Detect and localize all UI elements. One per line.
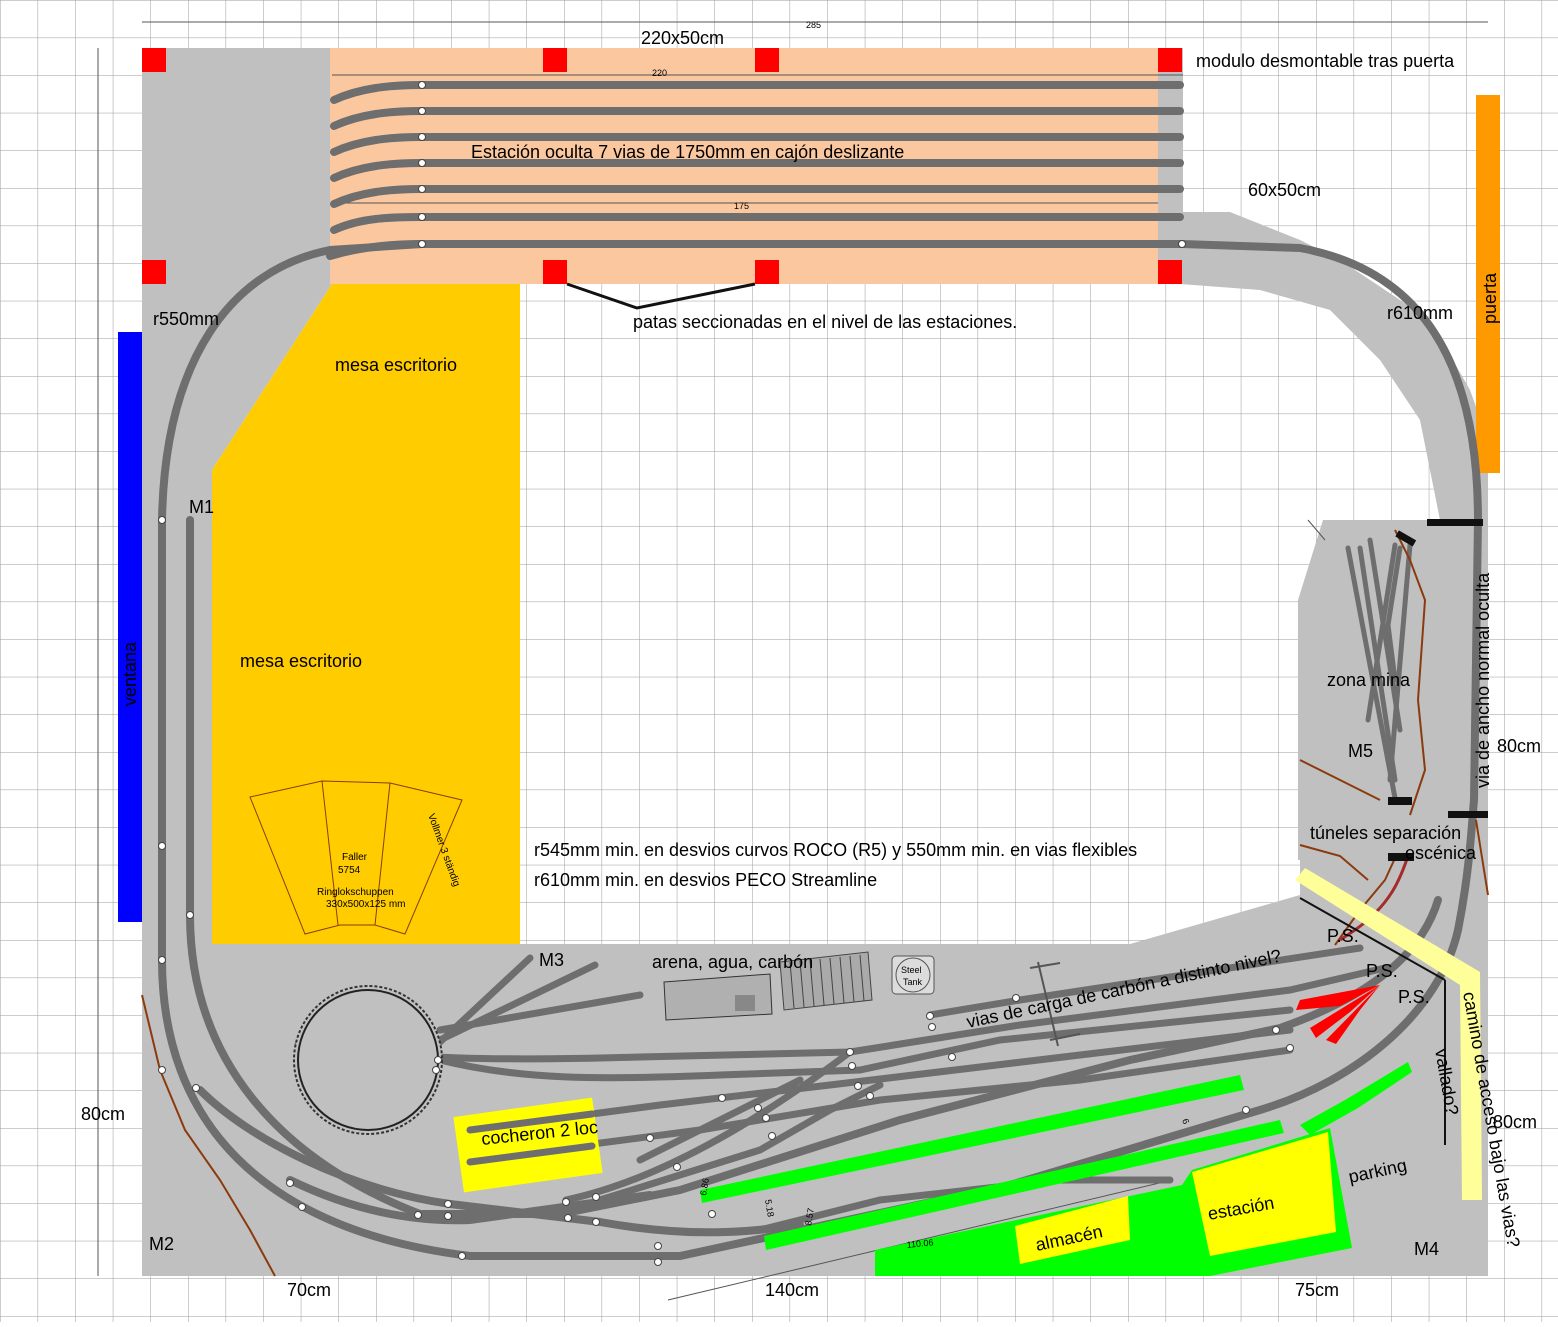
side-module-label: 60x50cm bbox=[1248, 180, 1321, 200]
legs-label: patas seccionadas en el nivel de las est… bbox=[633, 312, 1017, 332]
station-building bbox=[1192, 1132, 1336, 1256]
module-m3-label: M3 bbox=[539, 950, 564, 970]
tiny-dim-2: 6 bbox=[1180, 1117, 1191, 1125]
tunnels-label-1: túneles separación bbox=[1310, 823, 1461, 843]
radius-610-label: r610mm bbox=[1387, 303, 1453, 323]
crossing-label-3: P.S. bbox=[1398, 987, 1430, 1007]
faller-label: Faller bbox=[342, 852, 368, 863]
turnout-dots bbox=[158, 81, 1294, 1266]
tiny-dim-3: 8.57 bbox=[803, 1207, 816, 1226]
cocheron-building bbox=[453, 1097, 603, 1193]
dim-175: 175 bbox=[734, 201, 749, 211]
dim-220: 220 bbox=[652, 68, 667, 78]
dim-right-80: 80cm bbox=[1497, 736, 1541, 756]
ringlok-dim: 330x500x125 mm bbox=[326, 899, 406, 910]
radius-550-label: r550mm bbox=[153, 309, 219, 329]
access-path bbox=[1295, 868, 1482, 1200]
desk-area bbox=[212, 284, 520, 944]
window-bar bbox=[118, 332, 142, 922]
turntable bbox=[293, 985, 443, 1135]
tiny-dim-1: 110.06 bbox=[906, 1237, 934, 1250]
tiny-dim-5: 6.86 bbox=[698, 1177, 711, 1196]
warehouse-building bbox=[1015, 1196, 1130, 1264]
module-m5-label: M5 bbox=[1348, 741, 1373, 761]
dim-bottom-75: 75cm bbox=[1295, 1280, 1339, 1300]
dim-bottom-70: 70cm bbox=[287, 1280, 331, 1300]
dim-285: 285 bbox=[806, 20, 821, 30]
crossing-label-1: P.S. bbox=[1327, 926, 1359, 946]
dimension-lines bbox=[97, 21, 1488, 1301]
tank-label: Tank bbox=[903, 977, 923, 987]
window-label: ventana bbox=[120, 641, 140, 706]
mine-tracks bbox=[1345, 537, 1413, 801]
coal-facility bbox=[663, 951, 935, 1021]
dim-bottom-140: 140cm bbox=[765, 1280, 819, 1300]
hidden-station-label: Estación oculta 7 vias de 1750mm en cajó… bbox=[471, 142, 904, 162]
radius-note-1: r545mm min. en desvios curvos ROCO (R5) … bbox=[534, 840, 1137, 860]
radius-note-2: r610mm min. en desvios PECO Streamline bbox=[534, 870, 877, 890]
door-label: puerta bbox=[1480, 272, 1500, 324]
hidden-track-label: via de ancho normal oculta bbox=[1473, 572, 1493, 788]
steel-label: Steel bbox=[901, 965, 922, 975]
coal-crane bbox=[1029, 961, 1081, 1047]
service-label: arena, agua, carbón bbox=[652, 952, 813, 972]
legs-pointer bbox=[566, 282, 756, 310]
modulo-label: modulo desmontable tras puerta bbox=[1196, 51, 1455, 71]
crossing-label-2: P.S. bbox=[1366, 961, 1398, 981]
tunnel-markers bbox=[1388, 519, 1488, 861]
ringlok-label: Ringlokschuppen bbox=[317, 887, 394, 898]
tunnels-label-2: escénica bbox=[1405, 843, 1477, 863]
direction-arrows bbox=[1296, 985, 1380, 1044]
module-m4-label: M4 bbox=[1414, 1239, 1439, 1259]
desk-label-2: mesa escritorio bbox=[240, 651, 362, 671]
support-posts bbox=[142, 48, 1182, 284]
desk-label-1: mesa escritorio bbox=[335, 355, 457, 375]
module-m2-label: M2 bbox=[149, 1234, 174, 1254]
door-bar bbox=[1476, 95, 1500, 473]
terrain-lines bbox=[141, 529, 1489, 1277]
roundhouse-outline bbox=[249, 780, 463, 935]
mine-zone-label: zona mina bbox=[1327, 670, 1411, 690]
dim-left-80: 80cm bbox=[81, 1104, 125, 1124]
tiny-dim-4: 5.18 bbox=[763, 1199, 776, 1218]
dim-right-bottom-80: 80cm bbox=[1493, 1112, 1537, 1132]
dim-top-module: 220x50cm bbox=[641, 28, 724, 48]
faller-number: 5754 bbox=[338, 865, 361, 876]
module-m1-label: M1 bbox=[189, 497, 214, 517]
